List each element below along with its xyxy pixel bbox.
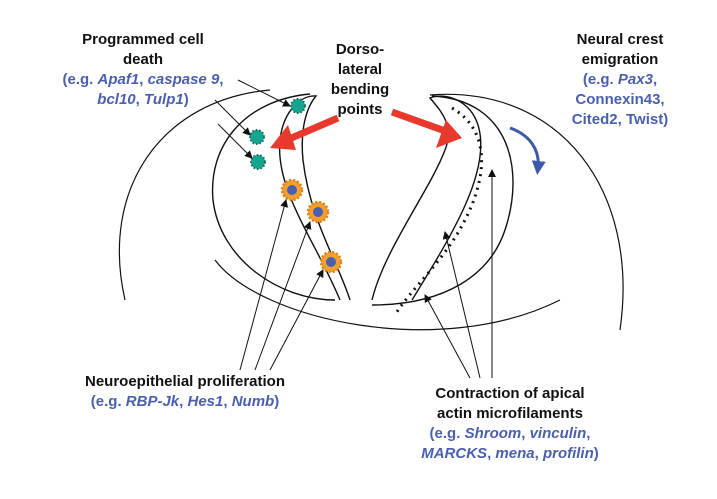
- gene-caspase9: caspase 9: [147, 71, 220, 88]
- sep: ,: [223, 393, 232, 410]
- gene-profilin: profilin: [542, 445, 594, 462]
- mesoderm-arc: [214, 259, 561, 331]
- ex-open: (e.g.: [62, 71, 98, 88]
- bending-arrow-left: [270, 114, 340, 150]
- gene-hes1: Hes1: [187, 393, 224, 410]
- gene-connexin43: Connexin43,: [575, 91, 665, 108]
- pcd-examples-line1: (e.g. Apaf1, caspase 9,: [62, 71, 224, 88]
- gene-bcl10: bcl10: [97, 91, 136, 108]
- ex-close: ): [274, 393, 280, 410]
- neural-crest-emigration-label: Neural crest emigration (e.g. Pax3, Conn…: [520, 30, 717, 130]
- gene-shroom: Shroom: [464, 425, 522, 442]
- programmed-cell-death-label: Programmed cell death (e.g. Apaf1, caspa…: [38, 30, 248, 110]
- ex-close: ): [593, 445, 599, 462]
- pointer-nep-2: [254, 221, 312, 371]
- dlbp-line1: Dorso-: [335, 41, 385, 58]
- emigration-arrow: [509, 126, 546, 175]
- dlbp-line4: points: [337, 101, 383, 118]
- gene-numb: Numb: [231, 393, 275, 410]
- left-neural-fold: [278, 95, 351, 301]
- dlbp-line2: lateral: [337, 61, 383, 78]
- bending-arrow-right: [390, 108, 462, 148]
- gene-apaf1: Apaf1: [97, 71, 140, 88]
- sep: ,: [652, 71, 658, 88]
- pointer-pcd-3: [217, 123, 253, 159]
- nce-title-line2: emigration: [581, 51, 659, 68]
- dorsolateral-bending-points-label: Dorso- lateral bending points: [300, 40, 420, 120]
- neural-crest-dotted-line: [393, 106, 483, 316]
- gene-tulp1: Tulp1: [143, 91, 184, 108]
- camf-title-line2: actin microfilaments: [437, 405, 583, 422]
- gene-cited2-twist: Cited2, Twist): [571, 111, 669, 128]
- pointer-pcd-1: [237, 79, 291, 107]
- dlbp-line3: bending: [330, 81, 390, 98]
- ex-open: (e.g.: [90, 393, 126, 410]
- sep: ,: [487, 445, 496, 462]
- pcd-title-line2: death: [122, 51, 163, 68]
- camf-title-line1: Contraction of apical: [435, 385, 585, 402]
- pcd-examples-line2: bcl10, Tulp1): [38, 90, 248, 110]
- gene-marcks: MARCKS: [421, 445, 488, 462]
- sep: ,: [139, 71, 148, 88]
- spiky-green-cell-icon: [249, 129, 265, 145]
- pointer-camf-1: [424, 294, 471, 379]
- sep: ,: [135, 91, 144, 108]
- gene-vinculin: vinculin: [529, 425, 587, 442]
- neuroepithelial-proliferation-label: Neuroepithelial proliferation (e.g. RBP-…: [20, 372, 350, 412]
- ex-open: (e.g.: [429, 425, 465, 442]
- outer-tissue-right: [429, 93, 624, 331]
- contraction-apical-actin-label: Contraction of apical actin microfilamen…: [360, 384, 660, 464]
- nep-examples: (e.g. RBP-Jk, Hes1, Numb): [20, 392, 350, 412]
- orange-spiky-cell-with-blue-nucleus-icon: [306, 200, 330, 224]
- pointer-nep-3: [269, 269, 324, 371]
- camf-examples-line1: (e.g. Shroom, vinculin,: [429, 425, 591, 442]
- pointer-pcd-2: [214, 99, 251, 136]
- ex-close: ): [183, 91, 189, 108]
- right-neural-fold-basal: [371, 95, 514, 306]
- gene-rbpjk: RBP-Jk: [125, 393, 180, 410]
- right-neural-fold: [371, 95, 482, 301]
- pcd-title-line1: Programmed cell: [82, 31, 204, 48]
- outer-tissue-left: [118, 89, 271, 301]
- camf-examples-line2: MARCKS, mena, profilin): [360, 444, 660, 464]
- spiky-green-cell-icon: [250, 154, 266, 170]
- orange-spiky-cell-with-blue-nucleus-icon: [280, 178, 304, 202]
- ex-open: (e.g.: [582, 71, 618, 88]
- spiky-green-cell-icon: [290, 98, 306, 114]
- gene-pax3: Pax3: [617, 71, 653, 88]
- left-neural-fold-basal: [211, 93, 336, 301]
- orange-spiky-cell-with-blue-nucleus-icon: [319, 250, 343, 274]
- gene-mena: mena: [495, 445, 535, 462]
- pointer-nep-1: [239, 199, 289, 371]
- nep-title: Neuroepithelial proliferation: [84, 373, 286, 390]
- nce-title-line1: Neural crest: [576, 31, 664, 48]
- pointer-camf-2: [442, 231, 481, 379]
- sep: ,: [179, 393, 188, 410]
- nce-examples-line1: (e.g. Pax3,: [520, 70, 717, 90]
- sep: ,: [521, 425, 530, 442]
- sep: ,: [534, 445, 543, 462]
